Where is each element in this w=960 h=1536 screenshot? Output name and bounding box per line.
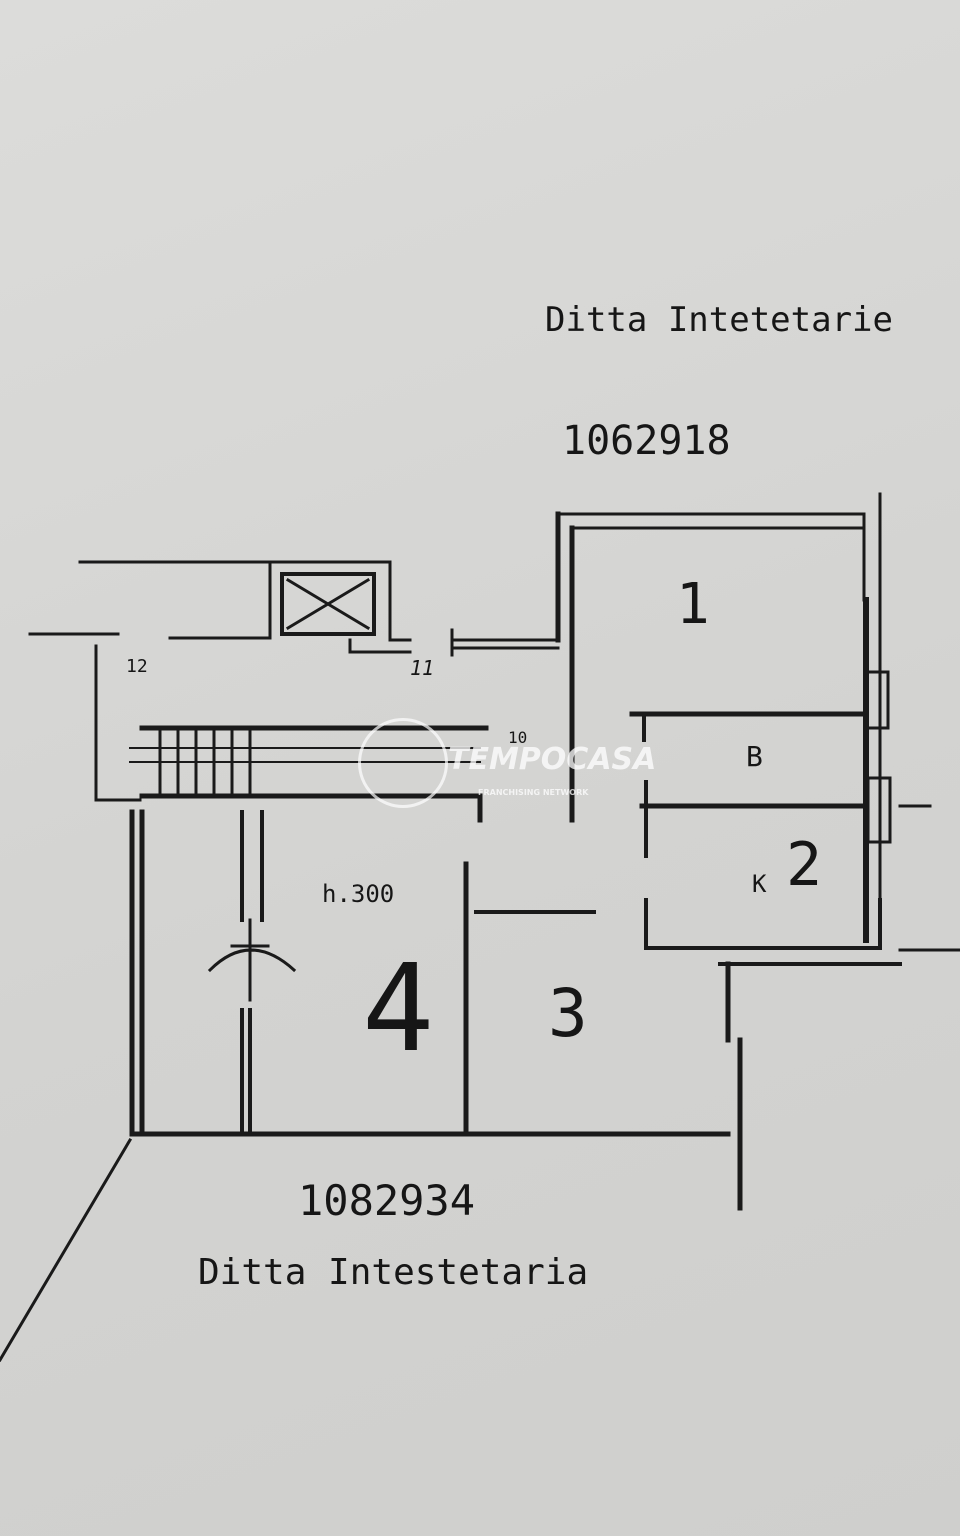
watermark-logo-circle: [358, 718, 448, 808]
bottom-owner-label: Ditta Intestetaria: [198, 1252, 589, 1293]
stair-step-11: 11: [410, 656, 435, 680]
bottom-parcel-number: 1082934: [298, 1176, 476, 1225]
stair-step-12: 12: [126, 656, 148, 677]
elevator-shaft: [280, 572, 376, 636]
room-b-label: B: [746, 740, 763, 773]
door-swing-icon: [207, 918, 297, 1002]
room-4-label: 4: [362, 940, 435, 1079]
room-3-label: 3: [548, 975, 588, 1052]
room-k-label: K: [752, 870, 767, 898]
stair-step-10: 10: [508, 728, 528, 747]
top-owner-label: Ditta Intetetarie: [545, 300, 893, 340]
top-parcel-number: 1062918: [562, 418, 731, 464]
watermark-brand: TEMPOCASA: [448, 742, 657, 777]
elevator-cross-icon: [285, 577, 371, 631]
watermark-tagline: FRANCHISING NETWORK: [478, 788, 589, 797]
room-1-label: 1: [676, 572, 710, 637]
room-2-label: 2: [786, 830, 823, 900]
walls-right-block: [555, 492, 960, 966]
window-1: [864, 670, 890, 730]
walls-left-block: [0, 560, 743, 1363]
height-note: h.300: [322, 880, 395, 908]
window-2: [866, 776, 892, 844]
